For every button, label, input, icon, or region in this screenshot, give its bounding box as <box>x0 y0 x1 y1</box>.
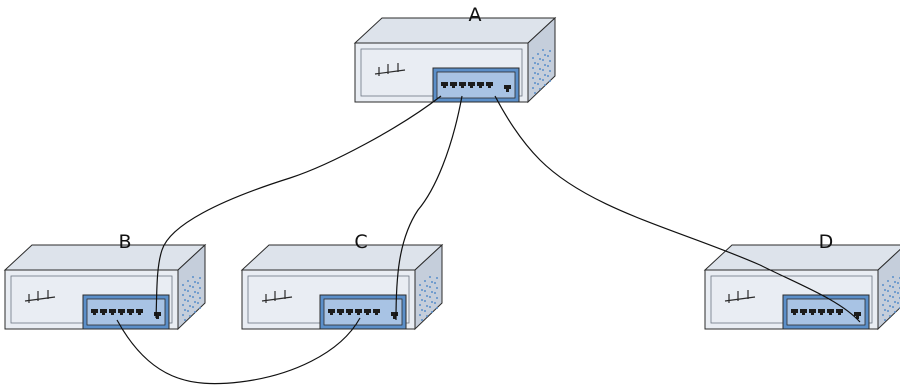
rj45-port-icon <box>337 309 344 313</box>
status-led-icon <box>724 290 756 303</box>
port-panel <box>782 294 870 330</box>
rj45-port-icon <box>328 309 335 313</box>
vent-grille-icon <box>532 49 551 94</box>
switch-top-face <box>240 244 444 271</box>
rj45-port-icon <box>477 82 484 86</box>
rj45-port-icon <box>127 309 134 313</box>
switch-label-a: A <box>469 4 482 26</box>
rj45-port-icon <box>504 85 511 89</box>
network-switch-a: A <box>353 4 557 104</box>
rj45-port-icon <box>355 309 362 313</box>
network-switch-d: D <box>703 231 900 331</box>
rj45-port-icon <box>118 309 125 313</box>
cables-layer <box>116 95 861 385</box>
status-led-icon <box>24 290 56 303</box>
rj45-port-icon <box>827 309 834 313</box>
switch-label-d: D <box>819 231 834 253</box>
status-led-icon <box>261 290 293 303</box>
rj45-port-icon <box>459 82 466 86</box>
switch-top-face <box>353 17 557 44</box>
rj45-port-icon <box>468 82 475 86</box>
switch-top-face <box>3 244 207 271</box>
port-panel <box>319 294 407 330</box>
rj45-port-icon <box>373 309 380 313</box>
vent-grille-icon <box>419 276 438 321</box>
rj45-port-icon <box>836 309 843 313</box>
network-switch-b: B <box>3 231 207 331</box>
vent-grille-icon <box>182 276 201 321</box>
rj45-port-icon <box>854 312 861 316</box>
rj45-port-icon <box>154 312 161 316</box>
cable-a-d <box>494 95 861 323</box>
switch-label-c: C <box>354 231 367 253</box>
rj45-port-icon <box>109 309 116 313</box>
rj45-port-icon <box>391 312 398 316</box>
rj45-port-icon <box>364 309 371 313</box>
rj45-port-icon <box>818 309 825 313</box>
rj45-port-icon <box>346 309 353 313</box>
rj45-port-icon <box>809 309 816 313</box>
cable-a-c <box>395 95 463 321</box>
cable-b-c <box>116 317 361 385</box>
switches-layer: A B C D <box>3 4 900 331</box>
cable-a-b <box>155 95 442 319</box>
port-panel <box>82 294 170 330</box>
rj45-port-icon <box>450 82 457 86</box>
rj45-port-icon <box>791 309 798 313</box>
network-switch-c: C <box>240 231 444 331</box>
switch-label-b: B <box>118 231 131 253</box>
rj45-port-icon <box>100 309 107 313</box>
port-panel <box>432 67 520 103</box>
rj45-port-icon <box>441 82 448 86</box>
rj45-port-icon <box>136 309 143 313</box>
rj45-port-icon <box>800 309 807 313</box>
rj45-port-icon <box>486 82 493 86</box>
status-led-icon <box>374 63 406 76</box>
switch-top-face <box>703 244 900 271</box>
rj45-port-icon <box>91 309 98 313</box>
